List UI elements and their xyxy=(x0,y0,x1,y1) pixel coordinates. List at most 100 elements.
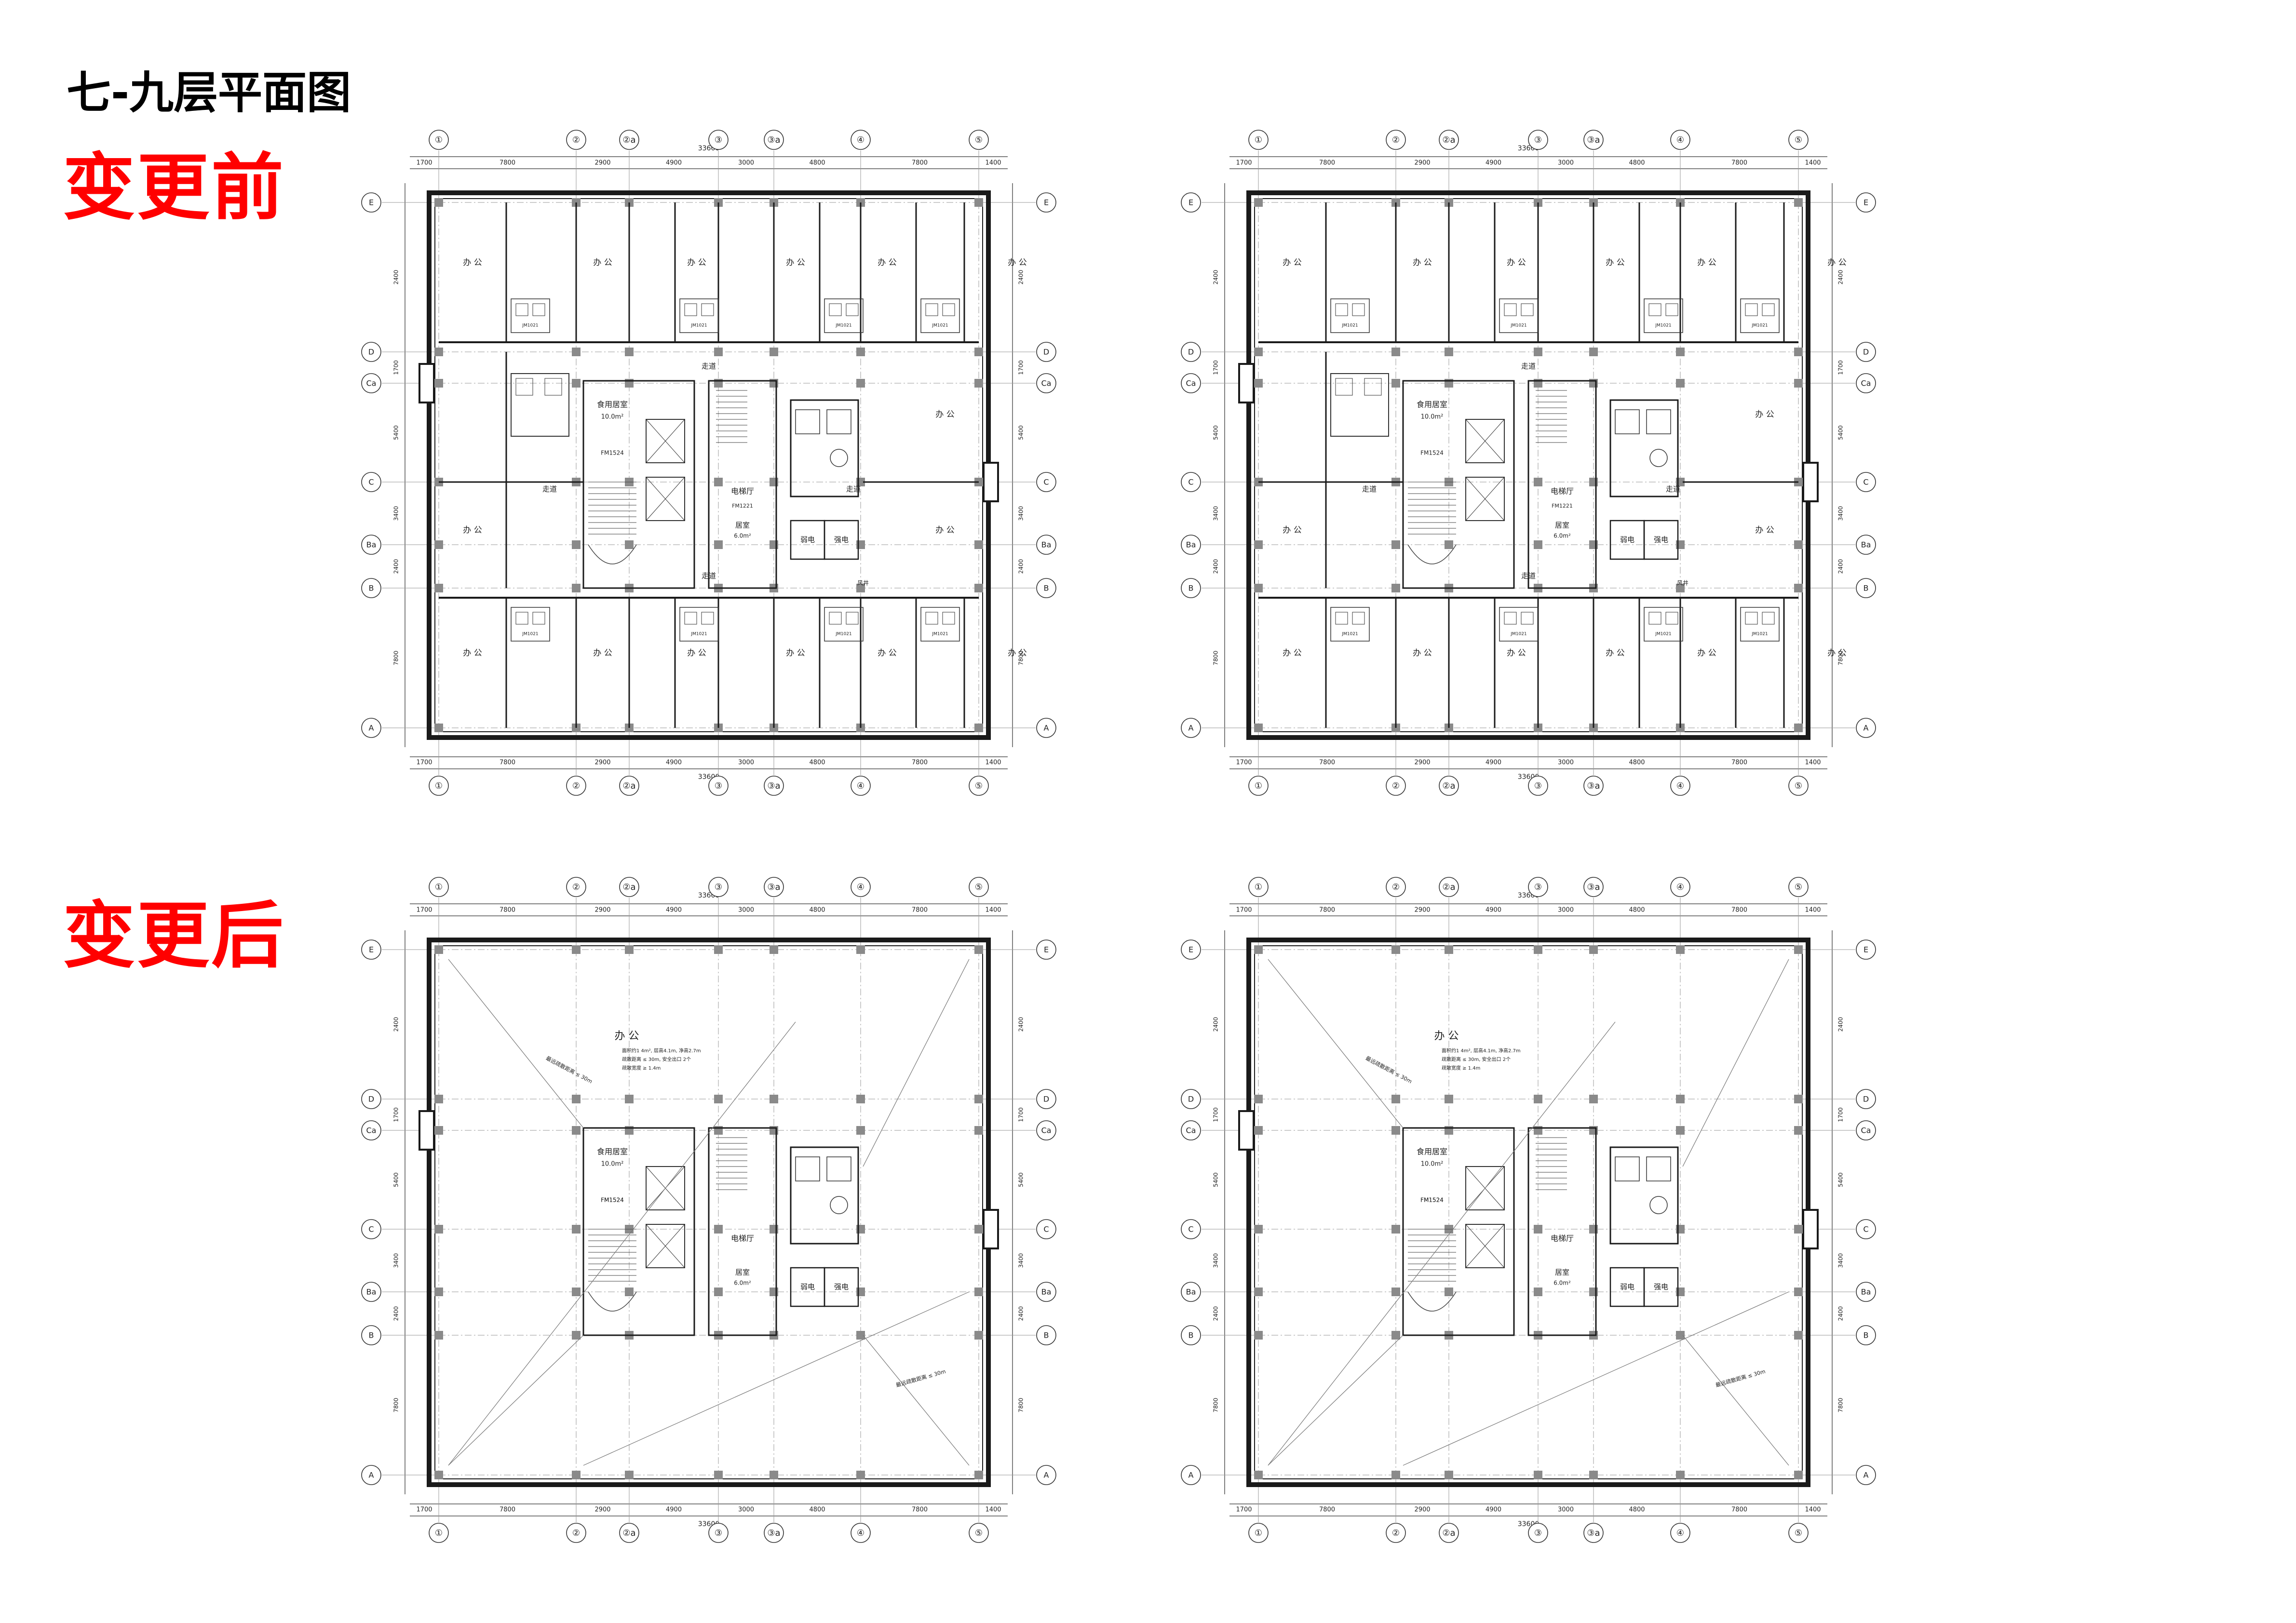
toilet-fixture xyxy=(701,303,714,316)
structural-column xyxy=(1391,1471,1400,1479)
axis-label: ② xyxy=(1392,781,1400,791)
elevator-shaft xyxy=(646,419,685,463)
dimension-text: 4800 xyxy=(809,759,825,766)
axis-bubble xyxy=(361,1325,381,1345)
toilet-unit xyxy=(679,607,719,642)
dimension-text: 1400 xyxy=(1805,160,1821,167)
door-code: JM1021 xyxy=(932,323,948,328)
dimension-text: 2900 xyxy=(594,1506,610,1514)
axis-bubble xyxy=(429,130,449,150)
axis-label: ③a xyxy=(1587,135,1600,145)
axis-bubble xyxy=(1181,1282,1201,1302)
core-block xyxy=(1609,399,1679,497)
room-area: 6.0m² xyxy=(1553,533,1571,539)
structural-column xyxy=(572,1331,581,1340)
axis-bubble xyxy=(361,578,381,598)
core-block xyxy=(708,380,777,589)
dimension-text: 7800 xyxy=(1213,651,1219,666)
dimension-text: 1700 xyxy=(1236,907,1252,914)
structural-column xyxy=(856,348,865,356)
axis-bubble xyxy=(851,877,871,897)
room-note: 面积约1 4m², 层高4.1m, 净高2.7m xyxy=(1442,1047,1521,1054)
room-area: 10.0m² xyxy=(601,414,624,421)
axis-bubble xyxy=(1181,1120,1201,1140)
room-label: 居室 xyxy=(735,521,750,530)
dimension-text: 2900 xyxy=(1414,1506,1430,1514)
axis-label: D xyxy=(1188,1095,1194,1104)
structural-column xyxy=(1254,1126,1263,1135)
core-block xyxy=(582,1127,695,1336)
dimension-text: 5400 xyxy=(393,1172,400,1187)
toilet-fixture xyxy=(1335,303,1348,316)
dimension-text: 3400 xyxy=(393,1253,400,1268)
door-code: FM1524 xyxy=(1420,450,1444,456)
core-block xyxy=(1527,1127,1597,1336)
structural-column xyxy=(856,379,865,388)
axis-bubble xyxy=(1856,939,1876,960)
dimension-text: 1400 xyxy=(985,759,1001,766)
toilet-fixture xyxy=(532,303,545,316)
room-label-office: 办 公 xyxy=(687,648,706,658)
axis-bubble xyxy=(1248,877,1269,897)
structural-column xyxy=(1445,1471,1453,1479)
structural-column xyxy=(1534,348,1542,356)
dimension-text: 7800 xyxy=(1731,759,1747,766)
axis-bubble xyxy=(1439,1523,1459,1543)
room-label-corridor: 走道 xyxy=(1362,485,1377,494)
core-block xyxy=(790,1146,859,1245)
axis-label: A xyxy=(1864,724,1869,733)
structural-column xyxy=(974,1331,983,1340)
structural-column xyxy=(1794,1126,1803,1135)
structural-column xyxy=(974,1225,983,1234)
axis-label: C xyxy=(1188,1225,1193,1234)
elevator-cross xyxy=(1465,1224,1505,1268)
axis-bubble xyxy=(1036,192,1056,213)
axis-bubble xyxy=(361,1282,381,1302)
room-label: 食用居室 xyxy=(1417,400,1447,409)
axis-bubble xyxy=(1583,776,1604,796)
room-label-corridor: 走道 xyxy=(1666,485,1680,494)
axis-bubble xyxy=(851,130,871,150)
dimension-text: 5400 xyxy=(1018,1172,1025,1187)
structural-column xyxy=(714,540,723,549)
axis-label: E xyxy=(369,198,374,207)
dimension-text: 4800 xyxy=(809,160,825,167)
dimension-text: 2400 xyxy=(1837,1017,1844,1032)
door-code: FM1221 xyxy=(1552,503,1573,509)
axis-label: ②a xyxy=(622,135,635,145)
axis-label: A xyxy=(1044,724,1049,733)
axis-label: Ba xyxy=(366,540,377,550)
axis-bubble xyxy=(708,877,729,897)
structural-column xyxy=(974,540,983,549)
axis-bubble xyxy=(1856,472,1876,492)
structural-column xyxy=(1534,1225,1542,1234)
structural-column xyxy=(1534,945,1542,954)
axis-bubble xyxy=(1856,1282,1876,1302)
structural-column xyxy=(856,1331,865,1340)
axis-bubble xyxy=(1036,472,1056,492)
axis-bubble xyxy=(1248,776,1269,796)
room-label-office: 办 公 xyxy=(463,258,482,268)
axis-label: C xyxy=(1043,478,1049,487)
structural-column xyxy=(856,1095,865,1103)
toilet-fixture xyxy=(1762,612,1775,625)
structural-column xyxy=(974,584,983,592)
axis-label: D xyxy=(368,348,374,357)
dimension-text: 2400 xyxy=(1213,1017,1219,1032)
structural-column xyxy=(1589,945,1598,954)
room-label-office: 办 公 xyxy=(786,258,805,268)
axis-bubble xyxy=(969,130,989,150)
axis-bubble xyxy=(1036,1219,1056,1239)
electrical-room xyxy=(824,1267,859,1307)
axis-label: ②a xyxy=(1442,1528,1455,1538)
structural-column xyxy=(974,1288,983,1296)
room-label-corridor: 走道 xyxy=(702,362,716,371)
structural-column xyxy=(1534,1471,1542,1479)
axis-label: ⑤ xyxy=(1795,1528,1802,1538)
dimension-text: 1700 xyxy=(1018,360,1025,375)
room-label: 食用居室 xyxy=(597,1147,628,1156)
elevator-shaft xyxy=(1465,477,1505,521)
structural-column xyxy=(572,1225,581,1234)
